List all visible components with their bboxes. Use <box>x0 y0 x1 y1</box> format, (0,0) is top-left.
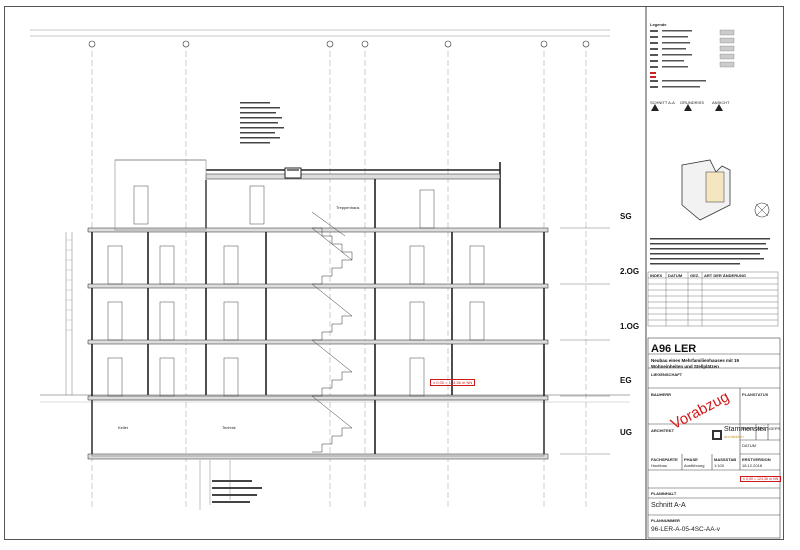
level-label-2og: 2.OG <box>620 267 640 276</box>
architect-sub: architekten <box>724 434 744 439</box>
level-label-sg: SG <box>620 212 632 221</box>
phase-value-first: 18.12.2018 <box>742 463 763 468</box>
project-description: Neubau eines Mehrfamilienhauses mit 19 W… <box>651 358 740 369</box>
rev-header-index: INDEX <box>650 273 663 278</box>
level-label-1og: 1.OG <box>620 322 640 331</box>
status-label: PLANSTATUS <box>742 392 769 397</box>
level-label-ug: UG <box>620 428 632 437</box>
plan-number-value: 96-LER-A-05-4SC-AA-v <box>651 526 720 533</box>
project-code: A96 LER <box>651 343 697 355</box>
plan-number-label: PLANNUMMER <box>651 518 680 523</box>
phase-label-scale: MASSSTAB <box>714 457 737 462</box>
level-label-eg: EG <box>620 376 632 385</box>
phase-label-phase: PHASE <box>684 457 698 462</box>
title-red-box: ± 0,00 = 124,36 m NN <box>740 476 782 482</box>
room-label-keller: Keller <box>118 425 129 430</box>
checked-label: GEPR. <box>769 426 782 431</box>
phase-label-discipline: FACHSPARTE <box>651 457 678 462</box>
legend-section-b: GRUNDRISS <box>680 100 705 105</box>
plan-content-value: Schnitt A-A <box>651 502 686 509</box>
builder-label: BAUHERR <box>651 392 671 397</box>
drawn-label: GEZ. <box>757 426 767 431</box>
rev-header-drawn: GEZ. <box>690 273 700 278</box>
stair-label: Treppenhaus <box>336 205 360 210</box>
plan-content-label: PLANINHALT <box>651 491 677 496</box>
architect-name: Stammenstein <box>724 426 769 433</box>
rev-header-date: DATUM <box>668 273 683 278</box>
legend-section-c: ANSICHT <box>712 100 730 105</box>
legend-section-a: SCHNITT A-A <box>650 100 675 105</box>
sheet-frame <box>4 6 784 540</box>
index-label: INDEX <box>742 426 755 431</box>
date-label: DATUM <box>742 443 756 448</box>
elevation-marker: ± 0,00 = 124,36 m NN <box>430 379 476 386</box>
location-label: LIEGENSCHAFT <box>651 372 683 377</box>
phase-value-discipline: Hochbau <box>651 463 668 468</box>
phase-value-scale: 1:100 <box>714 463 725 468</box>
phase-label-first: ERSTVERSION <box>742 457 771 462</box>
phase-value-phase: Ausführung <box>684 463 705 468</box>
legend-title: Legende <box>650 22 667 27</box>
room-label-technik: Technik <box>222 425 236 430</box>
rev-header-change: ART DER ÄNDERUNG <box>704 273 746 278</box>
architect-label: ARCHITEKT <box>651 428 675 433</box>
